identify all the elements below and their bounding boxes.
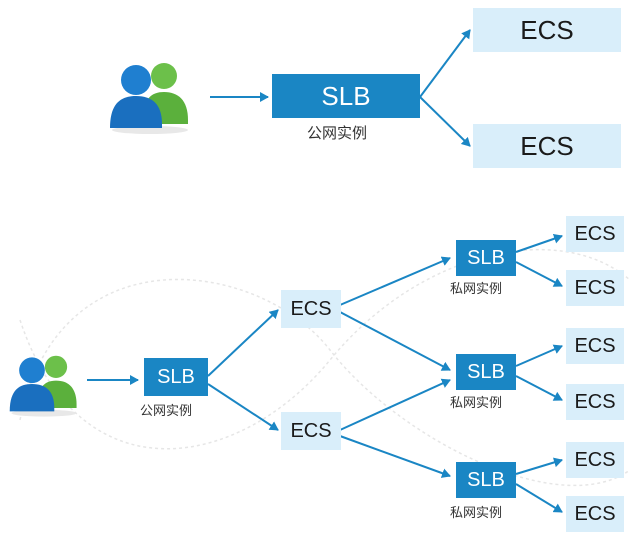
arrow-slb-2-to-ecs-1 [515,344,563,367]
slb-public-caption: 公网实例 [140,404,193,419]
ecs-node: ECS [281,290,341,328]
slb-private-caption: 私网实例 [450,282,503,297]
arrow-slb-3-to-ecs-1 [515,457,563,475]
arrow-ecs-1-to-slb-1 [339,256,451,306]
slb-private-caption: 私网实例 [450,396,503,411]
ecs-node: ECS [473,8,621,52]
arrow-slb-1-to-ecs-1 [515,233,563,253]
ecs-node: ECS [566,328,624,364]
decorative-loops [19,248,631,487]
ecs-node: ECS [281,412,341,450]
arrow-slb-3-to-ecs-2 [515,483,563,513]
arrow-slb-to-ecs-1 [419,29,471,98]
arrow-slb-2-to-ecs-2 [515,375,563,401]
ecs-node: ECS [566,270,624,306]
arrows-top [210,29,471,147]
arrow-slb-to-ecs-2 [419,96,471,147]
slb-public-caption: 公网实例 [307,124,368,142]
arrow-ecs-2-to-slb-2 [339,378,451,431]
arrow-slb-to-ecs-mid-2 [207,383,279,431]
slb-public-node: SLB [144,358,208,396]
ecs-node: ECS [566,496,624,532]
slb-private-node: SLB [456,462,516,498]
slb-private-node: SLB [456,240,516,276]
arrow-ecs-2-to-slb-3 [339,435,451,478]
users-icon [9,355,77,417]
arrow-slb-to-ecs-mid-1 [207,309,279,377]
ecs-node: ECS [473,124,621,168]
ecs-node: ECS [566,216,624,252]
ecs-node: ECS [566,442,624,478]
users-icon [110,63,188,134]
slb-private-caption: 私网实例 [450,506,503,521]
arrow-ecs-1-to-slb-2 [339,311,451,371]
slb-public-node: SLB [272,74,420,118]
arrows-bottom [87,233,563,513]
ecs-node: ECS [566,384,624,420]
slb-private-node: SLB [456,354,516,390]
arrow-slb-1-to-ecs-2 [515,261,563,287]
